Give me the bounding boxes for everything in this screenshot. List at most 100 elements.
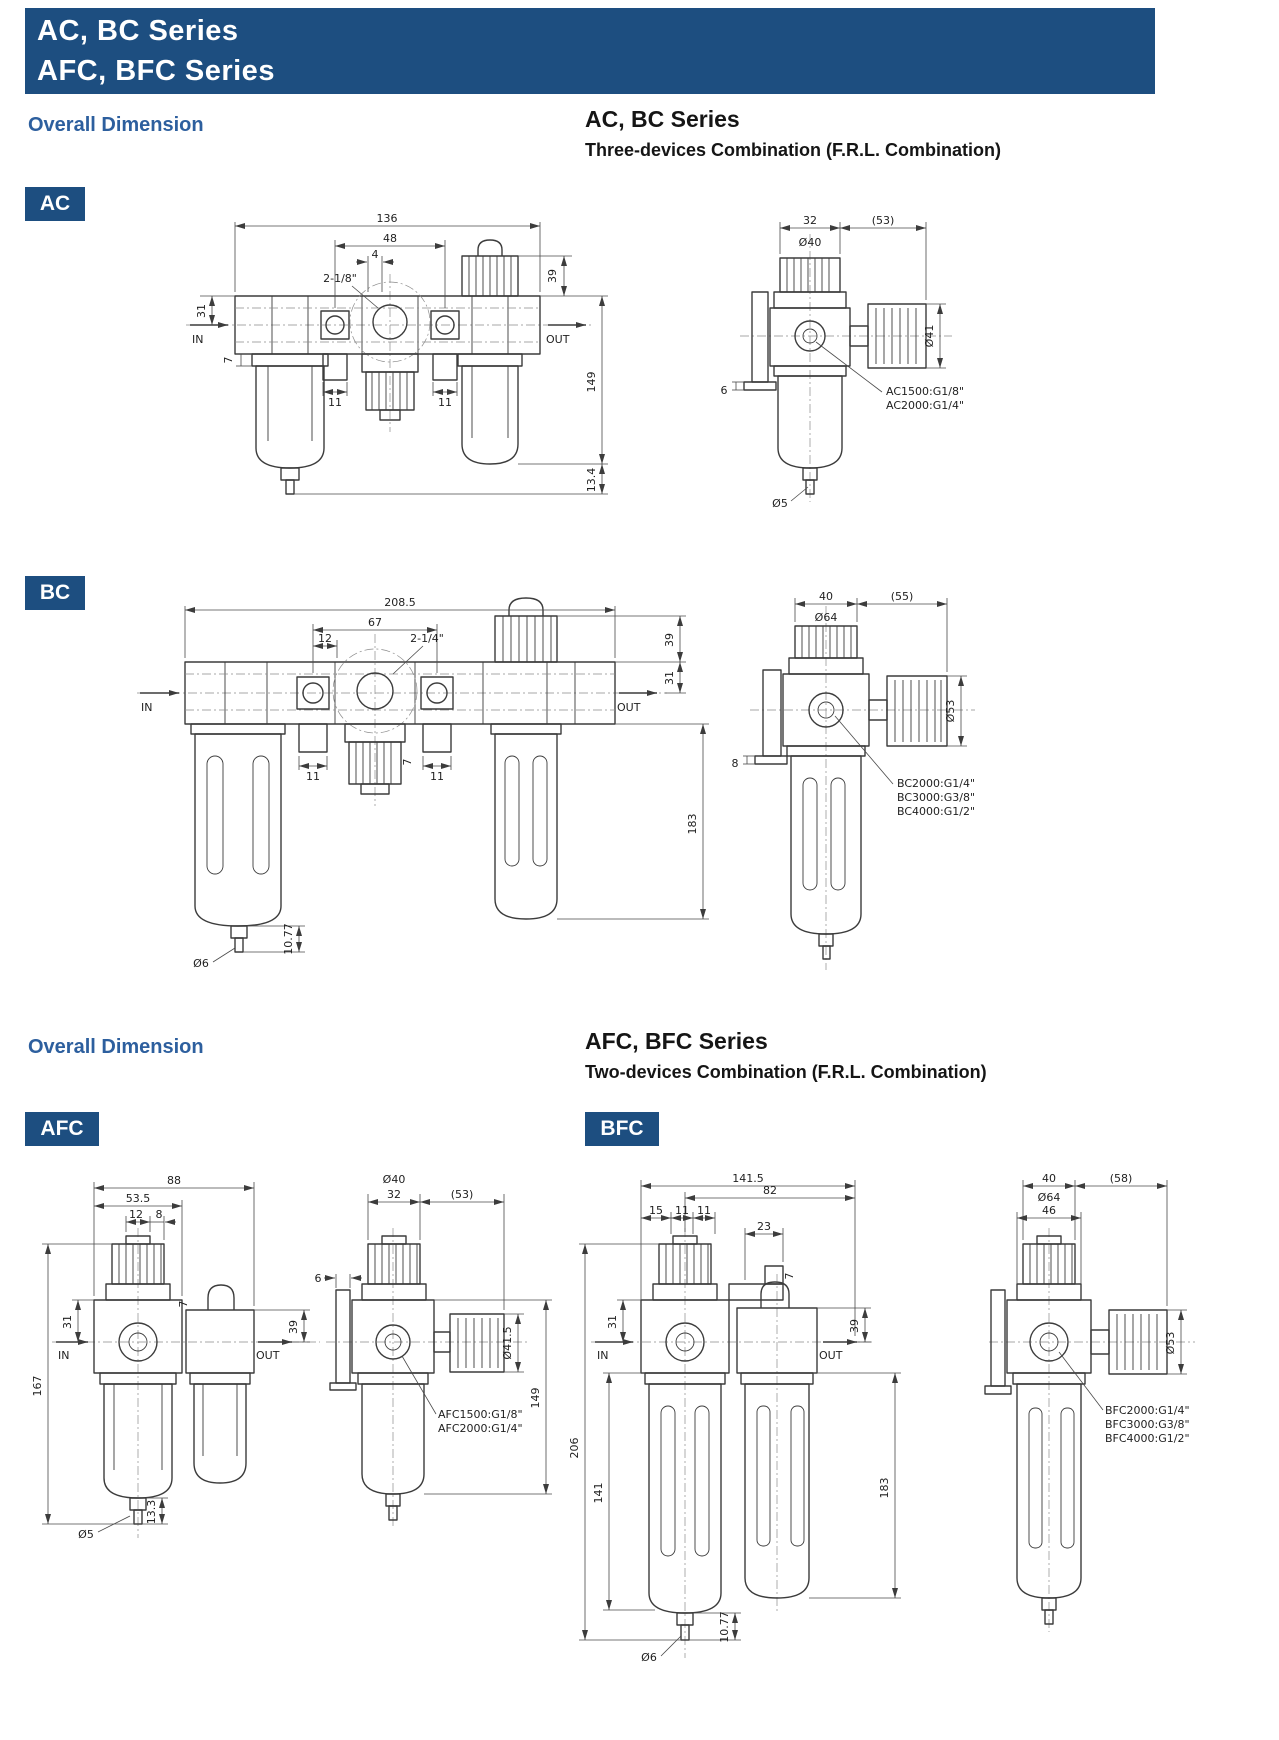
afc-side-model-1: AFC1500:G1/8" [438,1408,523,1421]
bc-in-label: IN [141,701,152,714]
bfc-side-dim-40: 40 [1042,1172,1056,1185]
ac-badge: AC [25,187,85,221]
ac-dim-11-left: 11 [328,396,342,409]
afc-dim-39: 39 [287,1320,300,1334]
bfc-dim-11-b: 11 [697,1204,711,1217]
bfc-dim-141: 141 [592,1483,605,1504]
bfc-dim-15: 15 [649,1204,663,1217]
bc-side-dia-64: Ø64 [815,611,838,624]
bfc-side-dia-53: Ø53 [1164,1332,1177,1355]
bc-dim-31: 31 [663,671,676,685]
overall-dimension-heading-bottom: Overall Dimension [28,1036,204,1058]
bfc-out-label: OUT [819,1349,843,1362]
bfc-badge: BFC [585,1112,659,1146]
bfc-side-model-3: BFC4000:G1/2" [1105,1432,1190,1445]
series-title-top: AC, BC Series [585,106,740,132]
afc-dim-7: 7 [177,1301,190,1308]
bfc-in-label: IN [597,1349,608,1362]
ac-side-view [740,234,952,502]
afc-side-dimensions: Ø40 32 (53) 6 Ø41.5 149 AFC1500:G1/8" AF… [315,1173,552,1495]
series-title-bottom: AFC, BFC Series [585,1028,768,1054]
ac-dim-136: 136 [377,212,398,225]
bc-side-model-3: BC4000:G1/2" [897,805,975,818]
afc-side-dim-53: (53) [451,1188,474,1201]
bfc-side-dimensions: 40 (58) Ø64 46 Ø53 BFC2000:G1/4" BFC3000… [1016,1172,1190,1445]
afc-side-model-2: AFC2000:G1/4" [438,1422,523,1435]
ac-out-label: OUT [546,333,570,346]
ac-dim-7: 7 [222,357,235,364]
afc-dim-12: 12 [129,1208,143,1221]
ac-dim-149: 149 [585,372,598,393]
afc-front-dimensions: 88 53.5 12 8 7 31 167 IN OUT 39 Ø5 13.3 [31,1174,310,1541]
series-subtitle-top: Three-devices Combination (F.R.L. Combin… [585,140,1002,160]
bfc-dim-11-a: 11 [675,1204,689,1217]
bc-badge: BC [25,576,85,610]
afc-dim-167: 167 [31,1376,44,1397]
afc-dim-53-5: 53.5 [126,1192,151,1205]
ac-side-model-2: AC2000:G1/4" [886,399,964,412]
bfc-dia-6: Ø6 [641,1651,657,1664]
afc-dim-31: 31 [61,1315,74,1329]
ac-side-dia-5: Ø5 [772,497,788,510]
afc-badge: AFC [25,1112,99,1146]
bfc-dim-82: 82 [763,1184,777,1197]
bfc-side-dim-58: (58) [1110,1172,1133,1185]
bc-side-dimensions: 40 (55) Ø64 Ø53 8 BC2000:G1/4" BC3000:G3… [732,590,976,818]
ac-dim-48: 48 [383,232,397,245]
series-subtitle-bottom: Two-devices Combination (F.R.L. Combinat… [585,1062,987,1082]
ac-dim-39: 39 [546,269,559,283]
bc-dim-12: 12 [318,632,332,645]
bc-dim-7: 7 [401,759,414,766]
bc-dia-6: Ø6 [193,957,209,970]
bc-port-label: 2-1/4" [410,632,444,645]
bc-side-model-1: BC2000:G1/4" [897,777,975,790]
bfc-dim-10-77: 10.77 [718,1611,731,1643]
ac-dim-31: 31 [195,304,208,318]
afc-out-label: OUT [256,1349,280,1362]
afc-dia-5: Ø5 [78,1528,94,1541]
ac-dim-4: 4 [372,248,379,261]
bfc-side-model-1: BFC2000:G1/4" [1105,1404,1190,1417]
bc-side-model-2: BC3000:G3/8" [897,791,975,804]
bc-front-dimensions: 208.5 67 12 2-1/4" 39 31 IN OUT 11 7 11 … [141,596,709,970]
afc-side-dim-32: 32 [387,1188,401,1201]
bfc-side-dim-46: 46 [1042,1204,1056,1217]
bc-front-view [137,597,667,953]
bfc-side-model-2: BFC3000:G3/8" [1105,1418,1190,1431]
ac-side-dia-40: Ø40 [799,236,822,249]
bfc-dim-141-5: 141.5 [732,1172,764,1185]
bc-dim-11-left: 11 [306,770,320,783]
bfc-dim-7: 7 [783,1273,796,1280]
bfc-side-dia-64: Ø64 [1038,1191,1061,1204]
ac-side-model-1: AC1500:G1/8" [886,385,964,398]
bc-dim-11-right: 11 [430,770,444,783]
bc-dim-10-77: 10.77 [282,923,295,955]
ac-dim-13-4: 13.4 [585,468,598,493]
afc-dim-8: 8 [156,1208,163,1221]
bfc-dim-206: 206 [568,1438,581,1459]
overall-dimension-heading-top: Overall Dimension [28,114,204,136]
afc-side-dia-40: Ø40 [383,1173,406,1186]
page-title-banner: AC, BC Series AFC, BFC Series [25,8,1155,94]
bfc-side-view [984,1228,1195,1632]
afc-dim-88: 88 [167,1174,181,1187]
bc-dimension-drawing: 208.5 67 12 2-1/4" 39 31 IN OUT 11 7 11 … [137,590,976,970]
ac-front-dimensions: 136 48 4 2-1/8" 39 31 IN OUT 7 11 11 149… [192,212,608,495]
bc-side-dim-40: 40 [819,590,833,603]
ac-dim-11-right: 11 [438,396,452,409]
bfc-front-dimensions: 141.5 82 15 11 11 23 31 7 IN OUT 39 206 … [568,1172,901,1664]
bc-out-label: OUT [617,701,641,714]
ac-side-dim-6: 6 [721,384,728,397]
ac-side-dimensions: 32 (53) Ø40 Ø41 6 AC1500:G1/8" AC2000:G1… [721,214,965,510]
banner-line-2: AFC, BFC Series [37,55,275,87]
bfc-dim-31: 31 [606,1315,619,1329]
bc-side-view [750,606,975,970]
bfc-dim-39: 39 [848,1319,861,1333]
bfc-front-view [591,1228,875,1658]
afc-in-label: IN [58,1349,69,1362]
bc-side-dim-8: 8 [732,757,739,770]
afc-side-dim-6: 6 [315,1272,322,1285]
afc-side-dim-149: 149 [529,1388,542,1409]
bfc-dim-23: 23 [757,1220,771,1233]
